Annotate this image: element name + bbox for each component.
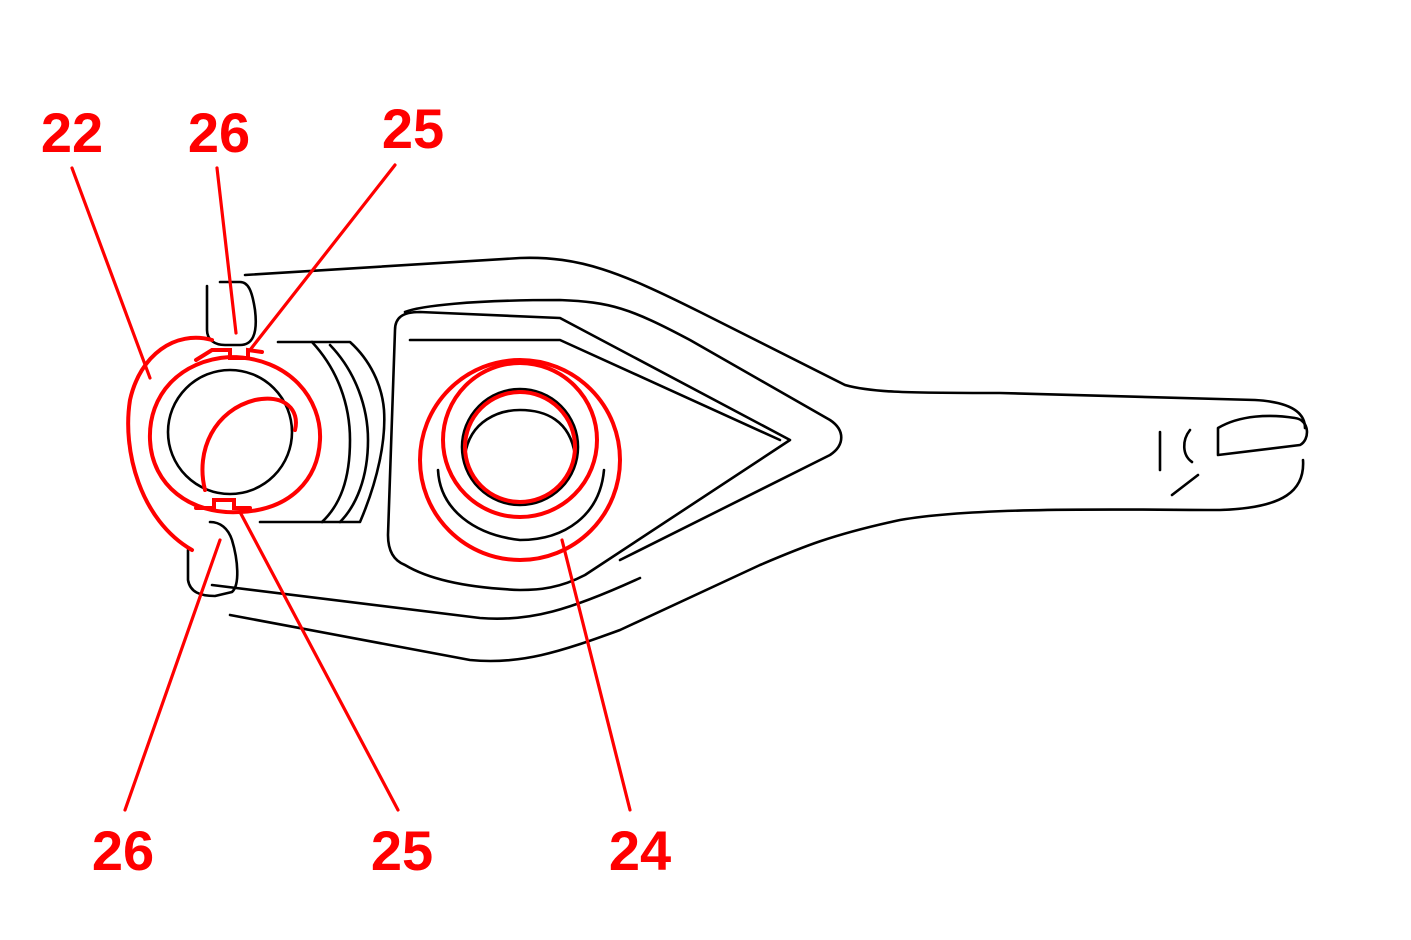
part-22-outline xyxy=(126,335,214,552)
pivot-hex-mid xyxy=(328,343,370,524)
bushing-bore-outline xyxy=(460,387,580,507)
fork-pocket-inner xyxy=(408,338,782,442)
part-24-bore xyxy=(463,390,577,504)
part-26-inner-sleeve xyxy=(200,396,298,492)
pivot-hex-inner xyxy=(310,340,352,524)
fork-upper-edge xyxy=(243,256,1307,430)
fork-tip-notch xyxy=(1158,428,1200,497)
part-25-bottom-notch xyxy=(194,498,252,510)
callout-26-bottom: 26 xyxy=(92,819,154,882)
leader-25-top xyxy=(248,163,397,352)
leader-26-bottom xyxy=(123,538,222,812)
fork-upper-ridge xyxy=(403,298,843,562)
part-24-rim xyxy=(441,361,599,519)
release-fork-drawing xyxy=(166,256,1309,663)
highlighted-parts xyxy=(126,335,622,562)
leader-22 xyxy=(70,166,152,380)
callout-22: 22 xyxy=(41,101,103,164)
fork-lower-edge xyxy=(228,458,1305,663)
callout-26-top: 26 xyxy=(188,101,250,164)
part-26-ring xyxy=(147,355,323,515)
callout-labels: 22 26 25 26 25 24 xyxy=(41,97,671,882)
bushing-inner-wall xyxy=(463,408,577,457)
bushing-step xyxy=(436,468,606,542)
part-24-outer xyxy=(418,358,622,562)
leader-lines xyxy=(70,163,632,812)
pivot-hex-body xyxy=(258,340,386,524)
leader-26-top xyxy=(215,166,238,335)
callout-25-bottom: 25 xyxy=(371,819,433,882)
part-25-top-notch xyxy=(194,347,264,362)
callout-25-top: 25 xyxy=(382,97,444,160)
pivot-lower-tab xyxy=(186,520,239,598)
pivot-bore xyxy=(166,368,294,496)
fork-lower-flange xyxy=(210,576,642,620)
leader-24 xyxy=(560,538,632,812)
leader-25-bottom xyxy=(238,510,400,812)
callout-24: 24 xyxy=(609,819,671,882)
fork-tip-hook xyxy=(1216,414,1309,457)
fork-pocket xyxy=(386,310,792,592)
